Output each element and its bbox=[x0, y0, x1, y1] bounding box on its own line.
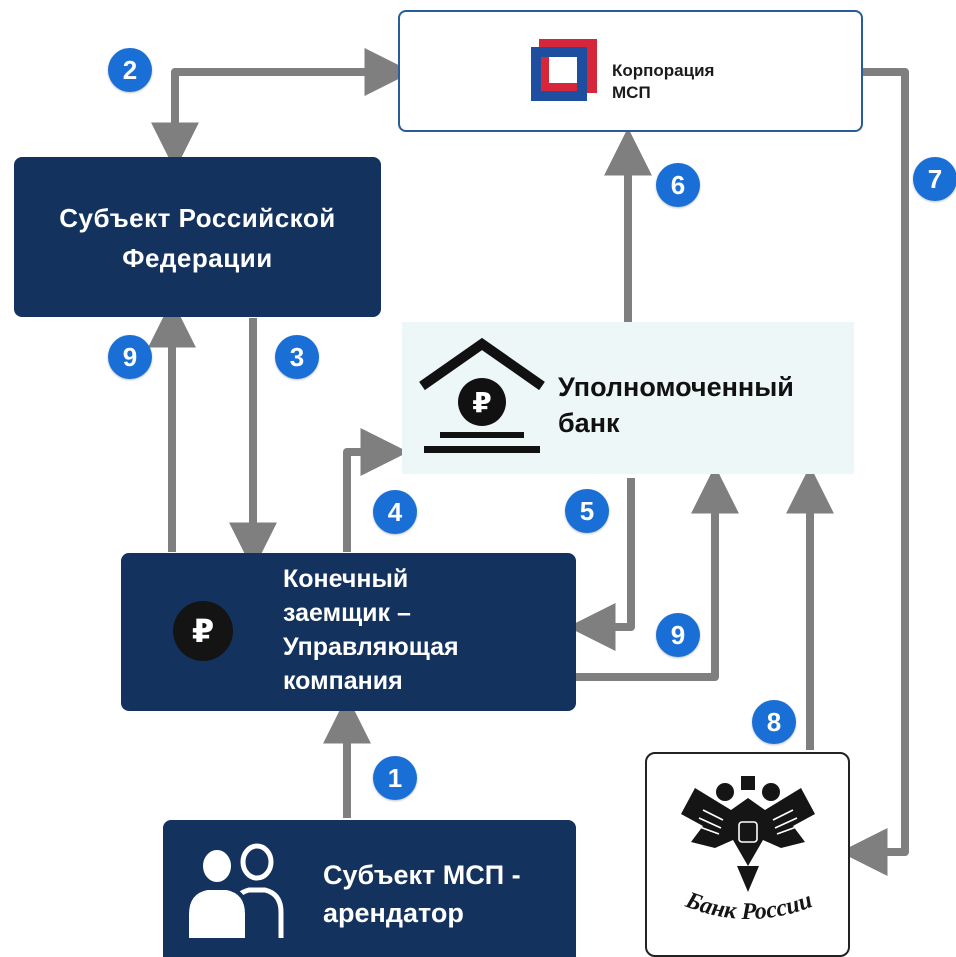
step-badge-7: 7 bbox=[913, 157, 956, 201]
step-badge-2: 2 bbox=[108, 48, 152, 92]
people-silhouette-icon bbox=[185, 843, 284, 942]
corporation-label-line1: Корпорация bbox=[612, 61, 715, 80]
borrower-label-line2: заемщик – bbox=[283, 599, 411, 627]
step-badge-9-left: 9 bbox=[108, 335, 152, 379]
borrower-label-line1: Конечный bbox=[283, 565, 409, 593]
msp-label-line2: арендатор bbox=[323, 898, 464, 928]
msp-corporation-logo-icon bbox=[531, 39, 597, 101]
step-badge-1: 1 bbox=[373, 756, 417, 800]
arrow-9-borrower-to-bank bbox=[575, 465, 739, 681]
arrow-4-borrower-to-bank bbox=[343, 428, 409, 552]
step-badge-6: 6 bbox=[656, 163, 700, 207]
central-bank-box: Банк России bbox=[645, 752, 850, 957]
step-badge-3: 3 bbox=[275, 335, 319, 379]
arrow-2-to-corporation bbox=[171, 48, 413, 135]
step-badge-5: 5 bbox=[565, 489, 609, 533]
bank-label-line2: банк bbox=[558, 408, 620, 438]
svg-text:₽: ₽ bbox=[472, 386, 491, 419]
corporation-msp-box: Корпорация МСП bbox=[398, 10, 863, 132]
corporation-label-line2: МСП bbox=[612, 83, 651, 102]
subject-rf-box: Субъект Российской Федерации bbox=[14, 157, 381, 317]
borrower-label-line4: компания bbox=[283, 667, 403, 695]
arrow-7-to-central-bank bbox=[839, 68, 909, 876]
double-headed-eagle-emblem-icon bbox=[681, 776, 815, 892]
borrower-label-line3: Управляющая bbox=[283, 633, 459, 661]
msp-tenant-box: Субъект МСП - арендатор bbox=[163, 820, 576, 957]
central-bank-label: Банк России bbox=[681, 889, 815, 925]
step-badge-8: 8 bbox=[752, 700, 796, 744]
borrower-box: ₽ Конечный заемщик – Управляющая компани… bbox=[121, 553, 576, 711]
subject-rf-label-line2: Федерации bbox=[122, 243, 273, 273]
step-badge-9-right: 9 bbox=[656, 613, 700, 657]
bank-building-ruble-icon: ₽ bbox=[419, 337, 545, 453]
svg-text:Банк России: Банк России bbox=[681, 889, 815, 925]
arrow-5-bank-to-borrower bbox=[567, 478, 635, 651]
step-badge-4: 4 bbox=[373, 490, 417, 534]
authorized-bank-box: ₽ Уполномоченный банк bbox=[402, 322, 854, 474]
ruble-coin-icon: ₽ bbox=[173, 601, 233, 661]
bank-label-line1: Уполномоченный bbox=[558, 372, 794, 402]
msp-label-line1: Субъект МСП - bbox=[323, 860, 521, 890]
subject-rf-label-line1: Субъект Российской bbox=[59, 203, 336, 233]
central-bank-label-arc: Банк России bbox=[681, 889, 815, 925]
